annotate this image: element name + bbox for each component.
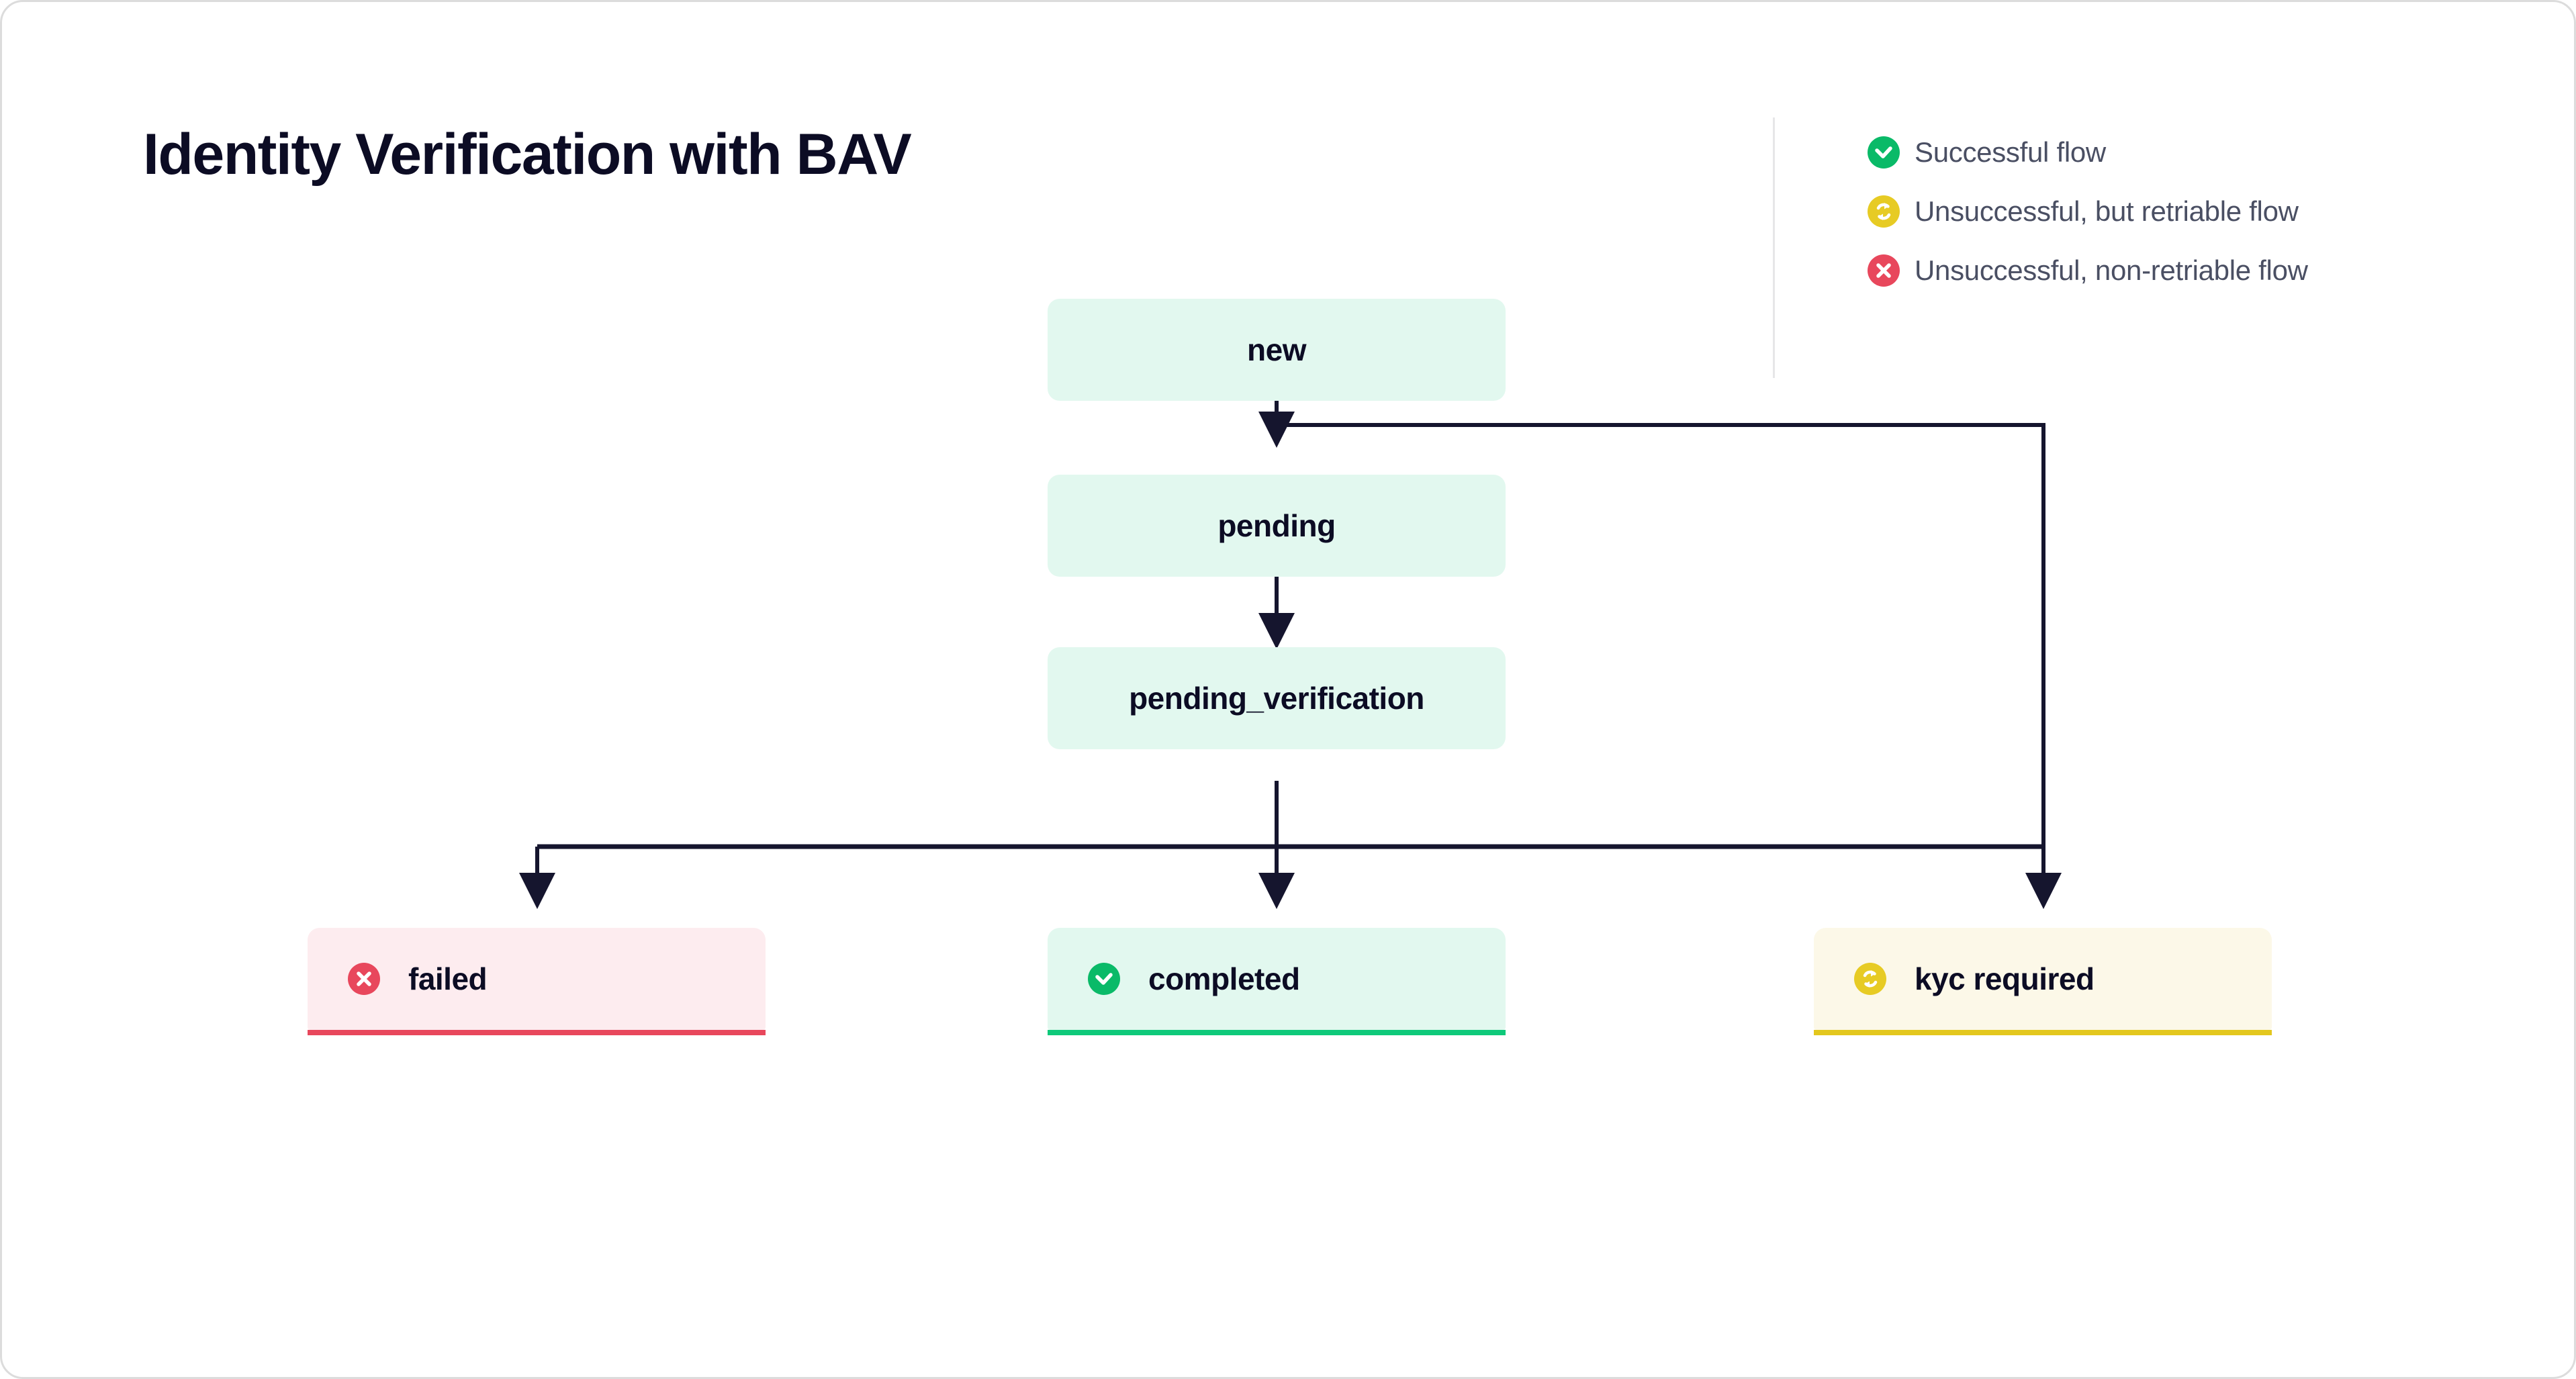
legend-item-non-retriable: Unsuccessful, non-retriable flow (1868, 254, 2308, 287)
flow-node-label: completed (1148, 961, 1300, 996)
flow-node-new[interactable]: new (1048, 299, 1506, 401)
retry-circle-icon (1854, 963, 1886, 995)
check-circle-icon (1868, 136, 1900, 169)
flow-node-kyc-required[interactable]: kyc required (1814, 928, 2272, 1035)
legend-item-label: Successful flow (1915, 136, 2106, 168)
legend: Successful flow Unsuccessful, but retria… (1868, 136, 2308, 287)
retry-circle-icon (1868, 195, 1900, 228)
legend-item-label: Unsuccessful, but retriable flow (1915, 195, 2299, 227)
x-circle-icon (1868, 254, 1900, 287)
legend-item-label: Unsuccessful, non-retriable flow (1915, 254, 2308, 286)
flow-node-pending-verification[interactable]: pending_verification (1048, 647, 1506, 749)
status-bar-kyc-required (1814, 1030, 2272, 1035)
flow-node-label: new (1247, 332, 1306, 367)
check-circle-icon (1088, 963, 1120, 995)
x-circle-icon (348, 963, 380, 995)
flow-node-completed[interactable]: completed (1048, 928, 1506, 1035)
flow-node-label: pending (1217, 508, 1336, 543)
flow-node-pending[interactable]: pending (1048, 475, 1506, 577)
legend-item-retriable: Unsuccessful, but retriable flow (1868, 195, 2308, 228)
flow-node-label: failed (408, 961, 488, 996)
legend-item-successful: Successful flow (1868, 136, 2308, 169)
status-bar-failed (308, 1030, 766, 1035)
page-title: Identity Verification with BAV (143, 122, 912, 187)
legend-divider (1773, 117, 1775, 378)
flow-node-failed[interactable]: failed (308, 928, 766, 1035)
flow-node-label: kyc required (1915, 961, 2095, 996)
flow-node-label: pending_verification (1129, 681, 1424, 716)
status-bar-completed (1048, 1030, 1506, 1035)
